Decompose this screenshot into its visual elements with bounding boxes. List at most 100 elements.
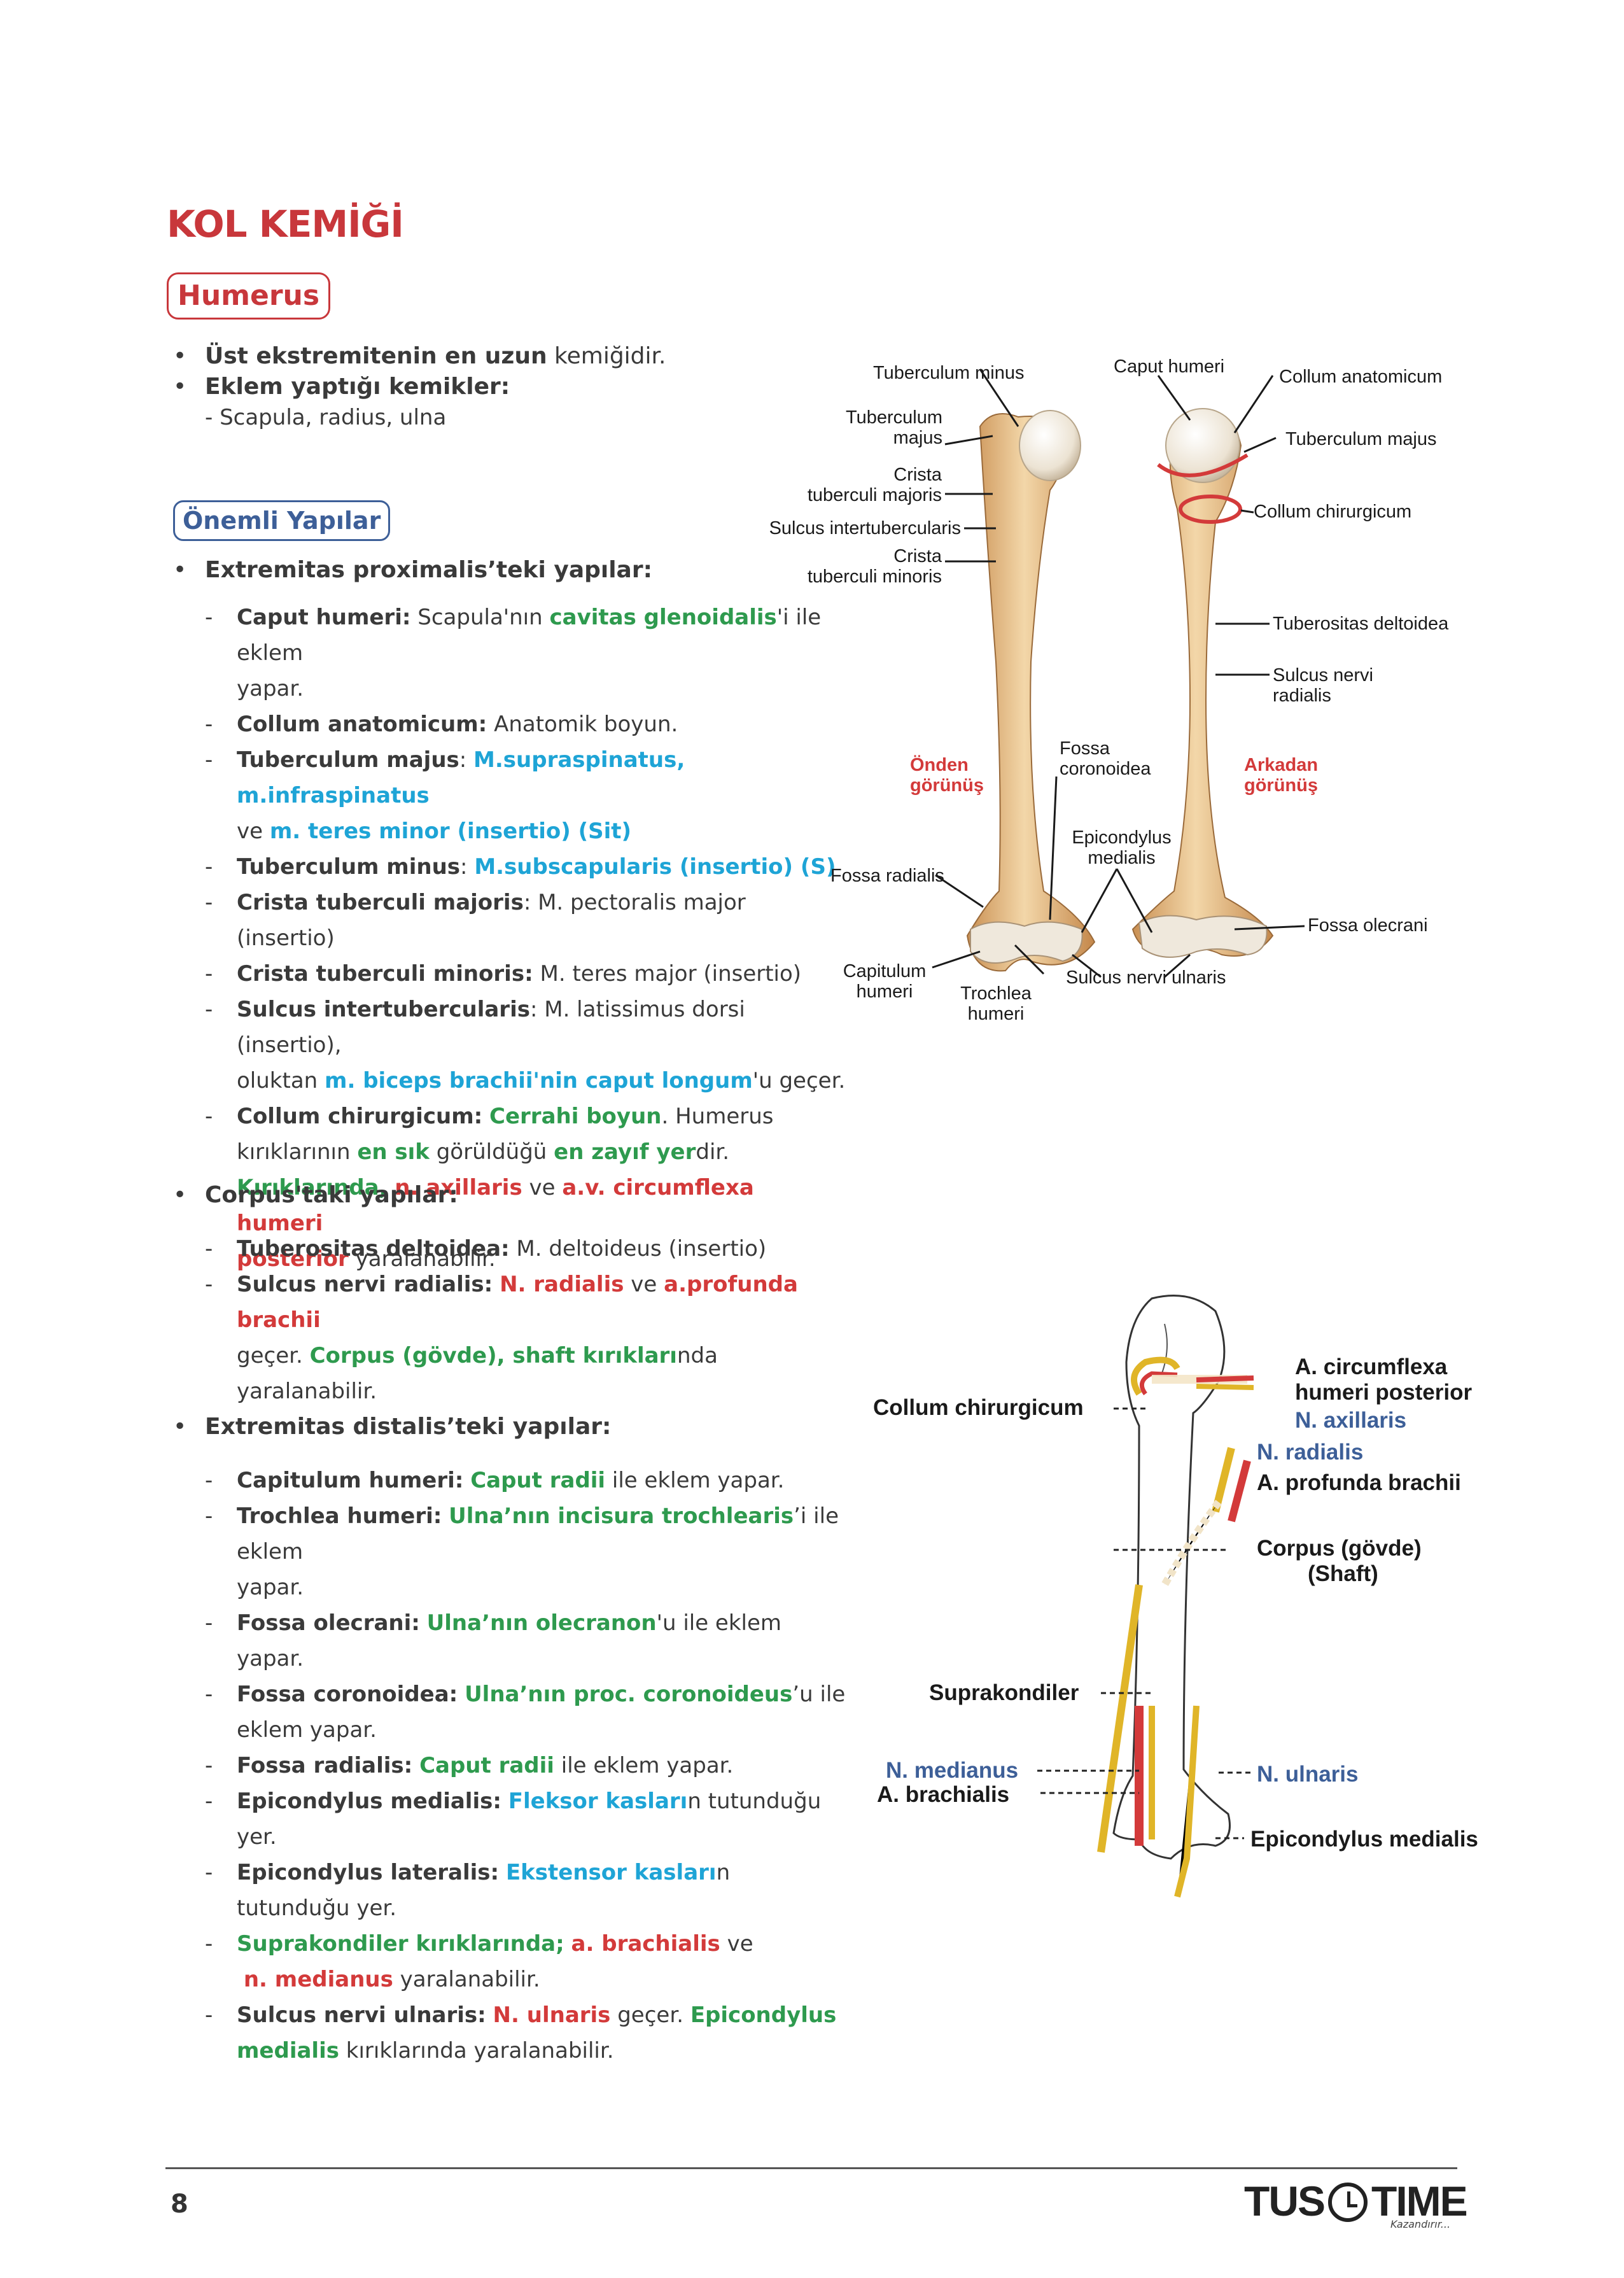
intro-b1-rest: kemiğidir. — [547, 343, 666, 369]
label-collum-anatomicum: Collum anatomicum — [1279, 367, 1443, 387]
text: : M. pectoralis major (insertio) — [237, 890, 746, 951]
cyan-text: m. biceps brachii'nin caput longum — [325, 1068, 753, 1093]
text — [442, 1503, 449, 1529]
label2-collum-chirurgicum: Collum chirurgicum — [873, 1395, 1084, 1420]
bullet-dot: • — [173, 343, 187, 369]
intro-list: • Üst ekstremitenin en uzun kemiğidir. •… — [173, 341, 784, 433]
label-sulcus-intertubercularis: Sulcus intertubercularis — [769, 518, 961, 538]
text — [501, 1789, 508, 1814]
label2-corpus: Corpus (gövde)(Shaft) — [1257, 1536, 1422, 1587]
text: dir. — [696, 1139, 730, 1165]
text: nda yaralanabilir. — [237, 1343, 718, 1404]
text: oluktan — [237, 1068, 325, 1093]
cyan-text: Ekstensor kasları — [505, 1860, 717, 1885]
green-text: Ulna’nın olecranon — [426, 1610, 657, 1636]
label-tuberculum-minus: Tuberculum minus — [873, 363, 1025, 383]
list-item: - Fossa olecrani: Ulna’nın olecranon'u i… — [205, 1610, 782, 1671]
intro-b1-bold: Üst ekstremitenin en uzun — [205, 343, 547, 369]
text: ’u ile — [792, 1682, 846, 1707]
text — [412, 1753, 419, 1778]
item-name: Crista tuberculi minoris: — [237, 961, 533, 987]
cyan-text: m. teres minor (insertio) (Sit) — [269, 819, 632, 844]
text: Önden — [910, 755, 969, 775]
text: Trochlea — [960, 983, 1032, 1004]
text — [564, 1931, 571, 1957]
proximal-list: - Caput humeri: Scapula'nın cavitas glen… — [205, 600, 848, 1277]
cyan-text: M.supraspinatus, m.infraspinatus — [237, 747, 685, 808]
text: ’i ile eklem — [237, 1503, 839, 1564]
text: coronoidea — [1060, 759, 1151, 779]
text: Capitulum — [843, 961, 927, 981]
text — [482, 1104, 489, 1129]
list-item: - Capitulum humeri: Caput radii ile ekle… — [205, 1468, 785, 1493]
list-item: - Epicondylus lateralis: Ekstensor kasla… — [205, 1860, 731, 1921]
distal-header-text: Extremitas distalis’teki yapılar: — [205, 1414, 612, 1440]
page-number: 8 — [171, 2190, 188, 2219]
list-item: - Tuberositas deltoidea: M. deltoideus (… — [205, 1236, 767, 1262]
logo-text-left: TUS — [1244, 2177, 1326, 2225]
n-radialis-lower — [1097, 1584, 1143, 1853]
green-text: Cerrahi boyun — [489, 1104, 662, 1129]
item-name: Crista tuberculi majoris — [237, 890, 524, 915]
clock-icon — [1328, 2183, 1368, 2222]
label-fossa-radialis: Fossa radialis — [830, 866, 944, 886]
text: M. deltoideus (insertio) — [509, 1236, 767, 1262]
n-radialis-upper — [1212, 1447, 1235, 1513]
corpus-header-text: Corpus'taki yapılar: — [205, 1182, 458, 1208]
green-text: Caput radii — [419, 1753, 554, 1778]
collum-chirurgicum-marker — [1179, 495, 1242, 524]
text: geçer. — [237, 1343, 310, 1368]
list-item: - Trochlea humeri: Ulna’nın incisura tro… — [205, 1503, 839, 1600]
item-name: Epicondylus medialis: — [237, 1789, 501, 1814]
distal-list: - Capitulum humeri: Caput radii ile ekle… — [205, 1463, 848, 2069]
text: görüldüğü — [429, 1139, 554, 1165]
label-tuberculum-majus-posterior: Tuberculum majus — [1285, 429, 1437, 449]
text: eklem yapar. — [237, 1717, 377, 1743]
list-item: - Sulcus intertubercularis: M. latissimu… — [205, 997, 846, 1093]
list-item: - Caput humeri: Scapula'nın cavitas glen… — [205, 605, 822, 701]
red-text: N. ulnaris — [493, 2002, 611, 2028]
text: A. circumflexa — [1295, 1354, 1448, 1379]
intro-b2-bold: Eklem yaptığı kemikler: — [205, 374, 510, 400]
text — [493, 1272, 500, 1297]
list-item: - Epicondylus medialis: Fleksor kasların… — [205, 1789, 822, 1850]
red-text: a. brachialis — [571, 1931, 720, 1957]
a-circumflexa-branch — [1196, 1375, 1254, 1382]
n-ulnaris-path — [1174, 1705, 1200, 1898]
text: Fossa — [1060, 738, 1110, 759]
list-item: - Suprakondiler kırıklarında; a. brachia… — [205, 1931, 753, 1992]
text: geçer. — [610, 2002, 690, 2028]
bone-detail-line — [1161, 1323, 1168, 1375]
text: Corpus (gövde) — [1257, 1536, 1422, 1561]
item-name: Sulcus nervi ulnaris: — [237, 2002, 486, 2028]
text: ve — [624, 1272, 664, 1297]
text: Crista — [893, 465, 942, 485]
logo-tagline: Kazandırır... — [1390, 2218, 1451, 2230]
text: 'u geçer. — [752, 1068, 846, 1093]
bullet-dot: • — [173, 1414, 187, 1440]
item-name: Fossa coronoidea: — [237, 1682, 458, 1707]
text: humeri — [856, 981, 913, 1002]
proximal-header: • Extremitas proximalis’teki yapılar: — [173, 555, 873, 586]
a-circumflexa-path — [1139, 1371, 1178, 1396]
list-item: - Collum anatomicum: Anatomik boyun. — [205, 712, 678, 737]
text: Anatomik boyun. — [487, 712, 678, 737]
text: M. teres major (insertio) — [533, 961, 802, 987]
label-collum-chirurgicum: Collum chirurgicum — [1254, 502, 1412, 522]
text: görünüş — [1244, 775, 1318, 796]
item-name: Collum chirurgicum: — [237, 1104, 483, 1129]
text: Tuberculum — [845, 407, 942, 428]
posterior-head — [1165, 408, 1240, 483]
list-item: - Tuberculum majus: M.supraspinatus, m.i… — [205, 747, 685, 844]
item-name: Tuberculum minus — [237, 854, 461, 880]
anterior-humerus — [966, 413, 1096, 972]
text: yapar. — [237, 1575, 304, 1600]
text: ve — [237, 819, 270, 844]
